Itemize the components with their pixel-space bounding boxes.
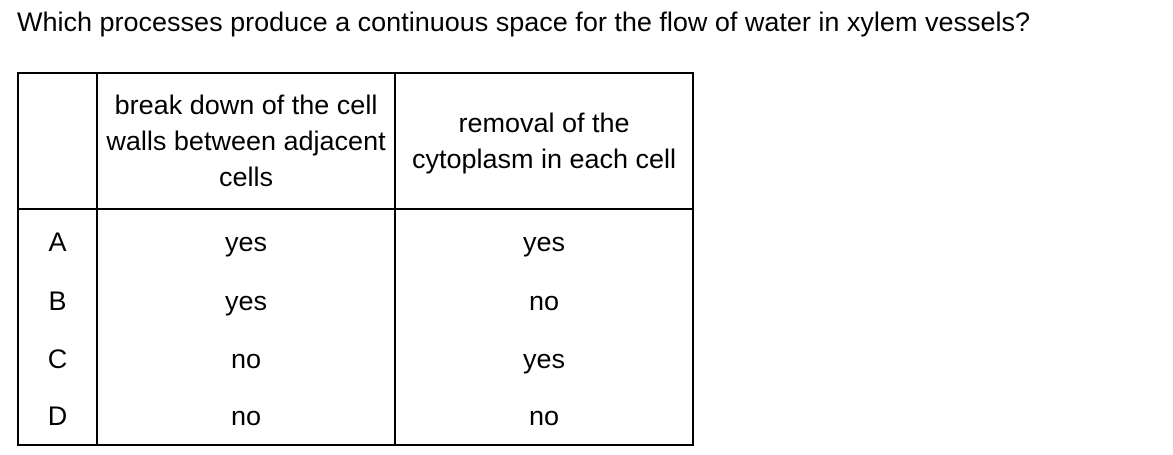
option-letter: C — [17, 330, 98, 388]
option-letter: D — [17, 388, 98, 446]
cytoplasm-value: yes — [394, 209, 694, 272]
answer-options-table: break down of the cell walls between adj… — [17, 72, 694, 446]
cytoplasm-value: no — [394, 388, 694, 446]
cytoplasm-value: no — [394, 272, 694, 330]
cytoplasm-value: yes — [394, 330, 694, 388]
option-letter: A — [17, 209, 98, 272]
header-cell-wall-breakdown: break down of the cell walls between adj… — [96, 72, 396, 210]
cell-wall-value: no — [96, 330, 396, 388]
question-text: Which processes produce a continuous spa… — [17, 7, 1030, 37]
cell-wall-value: no — [96, 388, 396, 446]
cell-wall-value: yes — [96, 209, 396, 272]
cell-wall-value: yes — [96, 272, 396, 330]
option-letter: B — [17, 272, 98, 330]
table-row: C no yes — [17, 330, 694, 388]
header-corner-cell — [17, 72, 98, 210]
table-row: D no no — [17, 388, 694, 446]
header-cytoplasm-removal: removal of the cytoplasm in each cell — [394, 72, 694, 210]
table-row: A yes yes — [17, 209, 694, 272]
table-header-row: break down of the cell walls between adj… — [17, 72, 694, 210]
table-row: B yes no — [17, 272, 694, 330]
